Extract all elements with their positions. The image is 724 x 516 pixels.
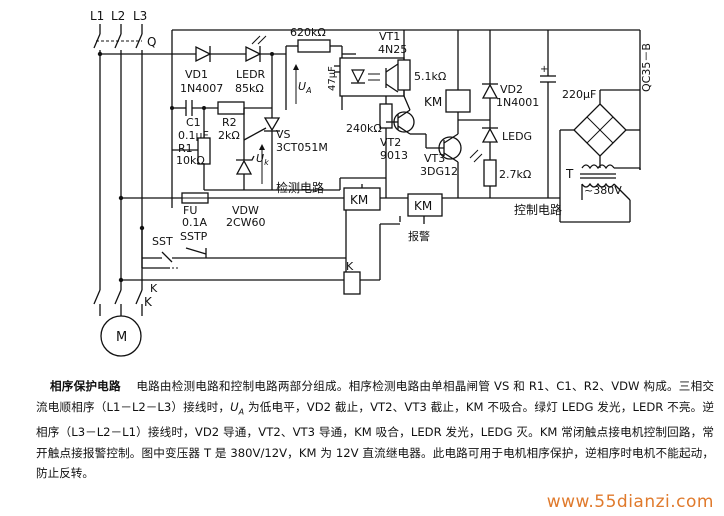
vdw-part: 2CW60 xyxy=(226,216,266,229)
r2-value: 2kΩ xyxy=(218,129,240,142)
transformer-label: T xyxy=(565,167,574,181)
vt3-part: 3DG12 xyxy=(420,165,458,178)
km-contacts: KM KM 报警 xyxy=(343,184,560,243)
r1-value: 10kΩ xyxy=(176,154,205,167)
vd1-part: 1N4007 xyxy=(180,82,223,95)
caption-title: 相序保护电路 xyxy=(50,379,121,393)
fu-name: FU xyxy=(183,204,197,217)
vdw-name: VDW xyxy=(232,204,259,217)
k-contact-label: K xyxy=(150,282,158,295)
ua-label: UA xyxy=(298,80,312,95)
alarm-label: 报警 xyxy=(408,229,430,243)
capacitor-220uf: + 220μF xyxy=(540,30,596,198)
watermark: www.55dianzi.com xyxy=(546,492,714,512)
diode-vd2: VD2 1N4001 xyxy=(458,30,539,121)
r620-label: 620kΩ xyxy=(290,26,326,39)
resistor-620k: 620kΩ xyxy=(285,26,343,54)
vs-part: 3CT051M xyxy=(276,141,328,154)
led-red-ledr: LEDR 85kΩ xyxy=(235,35,286,95)
diode-vd1: VD1 1N4007 xyxy=(172,45,246,95)
control-circuit-label: 控制电路 xyxy=(514,202,562,217)
thyristor-vs: VS 3CT051M xyxy=(243,54,328,190)
vd2-name: VD2 xyxy=(500,83,523,96)
caption-line2: 为低电平，VD2 截止，VT2、VT3 截止，KM 不吸合。绿灯 LEDG 发光… xyxy=(36,399,715,481)
ledg-label: LEDG xyxy=(502,130,532,143)
k-coil-label: K xyxy=(346,260,354,273)
caption-ua: UA xyxy=(230,399,245,416)
vs-name: VS xyxy=(276,128,291,141)
c1-name: C1 xyxy=(186,116,201,129)
switch-q-label: Q xyxy=(147,35,156,49)
contactor-k-main-label: K xyxy=(144,295,153,309)
ledr-value: 85kΩ xyxy=(235,82,264,95)
svg-text:+: + xyxy=(540,64,548,75)
ledr-name: LEDR xyxy=(236,68,266,81)
phase-label-l3: L3 xyxy=(133,9,147,23)
start-stop-buttons: SST SSTP xyxy=(141,210,347,280)
km-no-label: KM xyxy=(414,199,432,213)
transformer-t: T ~380V xyxy=(565,164,641,214)
caption-line1: 电路由检测电路和控制电路两部分组成。相序检测电路由单相晶闸管 VS 和 R1、C… xyxy=(36,379,714,414)
detect-circuit-label: 检测电路 xyxy=(276,180,324,195)
v380-label: ~380V xyxy=(584,184,622,197)
r1-name: R1 xyxy=(178,142,193,155)
led-green-ledg: LEDG xyxy=(469,120,532,163)
km-nc-label: KM xyxy=(350,193,368,207)
motor-symbol xyxy=(100,315,142,357)
c220-label: 220μF xyxy=(562,88,596,101)
uk-label: Uk xyxy=(256,152,269,167)
phase-sequence-schematic: L1 L2 L3 Q K M xyxy=(90,9,653,357)
resistor-2k7: 2.7kΩ xyxy=(483,159,531,198)
vt2-part: 9013 xyxy=(380,149,408,162)
vt2-name: VT2 xyxy=(380,136,401,149)
vt1-part: 4N25 xyxy=(378,43,407,56)
vt1-name: VT1 xyxy=(379,30,400,43)
motor-label: M xyxy=(116,330,127,345)
resistor-r1: R1 10kΩ xyxy=(172,108,211,190)
phase-lines: L1 L2 L3 Q xyxy=(90,9,156,290)
vt3-name: VT3 xyxy=(424,152,445,165)
r51-label: 5.1kΩ xyxy=(414,70,446,83)
capacitor-c1: C1 0.1μF xyxy=(172,100,218,142)
c47-label: 47μF xyxy=(327,66,338,91)
transistor-vt2: VT2 9013 xyxy=(380,95,426,162)
qc35b-label: QC35－B xyxy=(640,43,653,92)
sstp-label: SSTP xyxy=(180,230,208,243)
r2-name: R2 xyxy=(222,116,237,129)
uk-node: Uk xyxy=(256,144,269,184)
vd2-part: 1N4001 xyxy=(496,96,539,109)
fu-value: 0.1A xyxy=(182,216,207,229)
resistor-r2: R2 2kΩ xyxy=(217,101,272,142)
km-coil-label: KM xyxy=(424,95,442,109)
bridge-rectifier-qc35b: QC35－B xyxy=(559,43,653,198)
phase-label-l1: L1 xyxy=(90,9,104,23)
r240-label: 240kΩ xyxy=(346,122,382,135)
motor-branch: K M xyxy=(93,289,153,357)
relay-km-coil: KM xyxy=(424,30,471,120)
transistor-vt3: VT3 3DG12 xyxy=(420,120,462,198)
r27-label: 2.7kΩ xyxy=(499,168,531,181)
vd1-name: VD1 xyxy=(185,68,208,81)
phase-label-l2: L2 xyxy=(111,9,125,23)
caption-paragraph: 相序保护电路 电路由检测电路和控制电路两部分组成。相序检测电路由单相晶闸管 VS… xyxy=(36,376,714,484)
relay-k: K K xyxy=(121,223,400,295)
resistor-5k1: 5.1kΩ xyxy=(397,30,446,96)
zener-vdw xyxy=(235,140,255,190)
sst-label: SST xyxy=(152,235,173,248)
optocoupler-vt1: VT1 4N25 xyxy=(339,30,407,97)
ua-node: UA xyxy=(285,54,312,110)
